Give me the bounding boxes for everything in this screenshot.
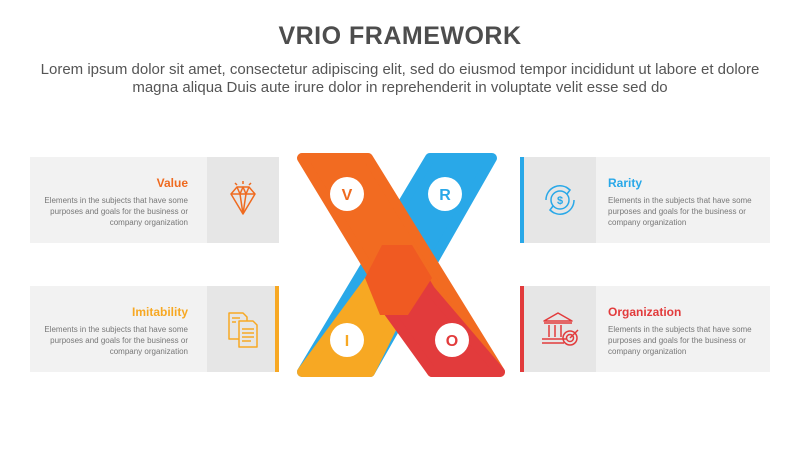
letter-o: O xyxy=(446,333,458,350)
card-organization-description: Elements in the subjects that have some … xyxy=(608,325,752,356)
card-rarity-description: Elements in the subjects that have some … xyxy=(608,196,752,227)
card-imitability-description: Elements in the subjects that have some … xyxy=(44,325,188,356)
card-organization-title: Organization xyxy=(608,305,682,319)
card-rarity-accent xyxy=(520,157,524,243)
card-organization-accent xyxy=(520,286,524,372)
circle-v xyxy=(330,177,364,211)
page-subtitle: Lorem ipsum dolor sit amet, consectetur … xyxy=(40,61,760,96)
svg-text:$: $ xyxy=(557,195,563,207)
letter-r: R xyxy=(439,187,451,204)
card-rarity-iconbox: $ xyxy=(524,157,596,243)
dollar-cycle-icon: $ xyxy=(545,185,575,215)
card-imitability-iconbox xyxy=(207,286,279,372)
card-value-description: Elements in the subjects that have some … xyxy=(44,196,188,227)
card-organization: Organization Elements in the subjects th… xyxy=(520,286,770,372)
card-imitability-title: Imitability xyxy=(131,305,188,319)
vrio-x-diagram: V R I O xyxy=(297,153,505,377)
card-value: Value Elements in the subjects that have… xyxy=(30,157,279,243)
card-value-title: Value xyxy=(156,176,188,190)
card-value-iconbox xyxy=(207,157,279,243)
letter-i: I xyxy=(345,333,349,350)
circle-o xyxy=(435,323,469,357)
page-title: VRIO FRAMEWORK xyxy=(278,22,522,50)
copy-documents-icon xyxy=(228,312,258,348)
card-rarity: $ Rarity Elements in the subjects that h… xyxy=(520,157,770,243)
card-imitability: Imitability Elements in the subjects tha… xyxy=(30,286,279,372)
x-center xyxy=(365,245,432,315)
circle-r xyxy=(428,177,462,211)
letter-v: V xyxy=(342,187,353,204)
card-rarity-title: Rarity xyxy=(608,176,643,190)
card-organization-iconbox xyxy=(524,286,596,372)
circle-i xyxy=(330,323,364,357)
diamond-icon xyxy=(230,181,256,215)
bank-target-icon xyxy=(542,312,579,346)
card-imitability-accent xyxy=(275,286,279,372)
